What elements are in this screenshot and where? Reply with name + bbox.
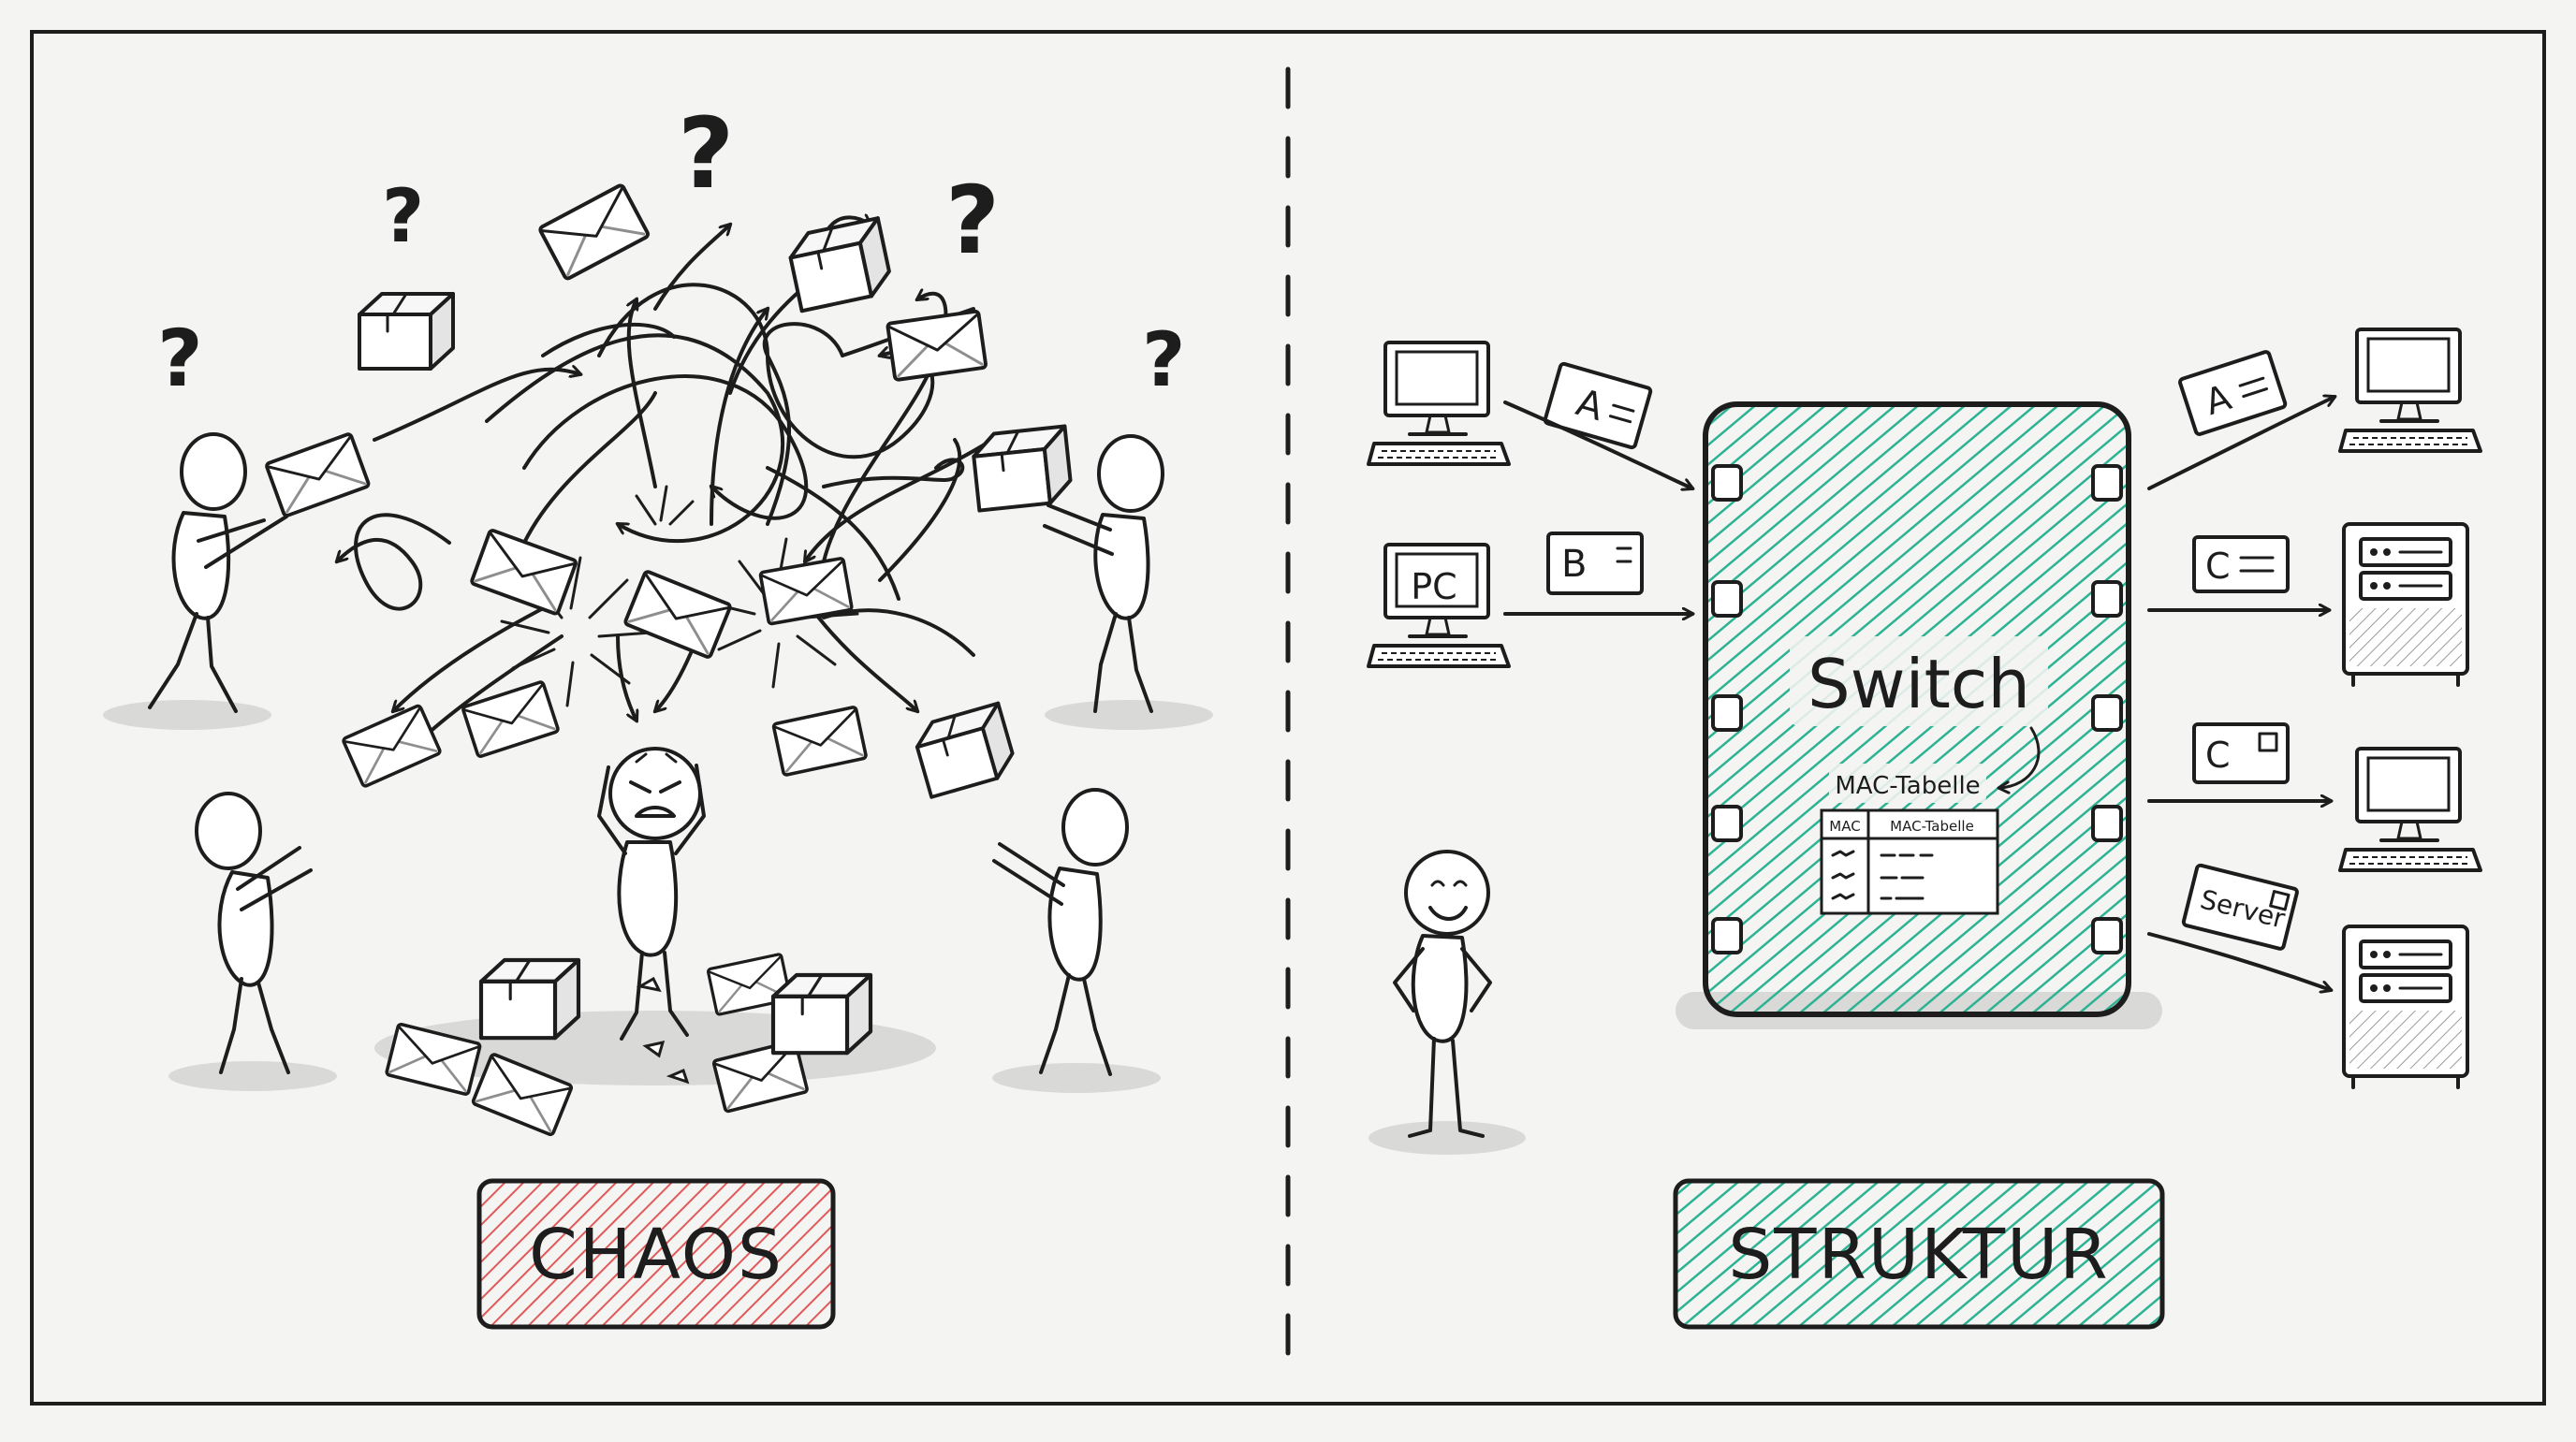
output-server-2 bbox=[2342, 925, 2469, 1089]
arrow-output-server bbox=[2147, 932, 2331, 990]
input-pc-labeled: PC bbox=[1367, 543, 1511, 668]
mac-table: MAC MAC-Tabelle bbox=[1820, 808, 1999, 915]
mac-table-header-1: MAC bbox=[1829, 818, 1860, 835]
input-letter-a: A bbox=[1543, 361, 1653, 450]
stick-figure-happy bbox=[1393, 850, 1492, 1138]
pc-label: PC bbox=[1411, 566, 1456, 607]
switch-subtitle: MAC-Tabelle bbox=[1835, 772, 1980, 800]
stick-figure-bottom-left bbox=[195, 792, 313, 1074]
chaos-label: CHAOS bbox=[476, 1178, 836, 1330]
output-letter-server: Server bbox=[2181, 863, 2299, 951]
arrow-input-a bbox=[1503, 401, 1692, 488]
svg-text:C: C bbox=[2205, 546, 2231, 587]
output-letter-c2: C bbox=[2192, 722, 2290, 784]
output-pc-top bbox=[2338, 328, 2482, 453]
mac-table-header-2: MAC-Tabelle bbox=[1890, 818, 1974, 835]
switch-device: Switch MAC-Tabelle MAC MAC-Tabelle bbox=[1703, 401, 2131, 1017]
question-mark-4: ? bbox=[157, 313, 203, 404]
output-letter-c1: C bbox=[2192, 535, 2290, 593]
stick-figure-stressed bbox=[597, 747, 706, 1041]
question-mark-1: ? bbox=[382, 175, 424, 259]
output-server-1 bbox=[2342, 522, 2469, 687]
output-pc-bottom bbox=[2338, 747, 2482, 872]
question-mark-2: ? bbox=[678, 96, 734, 211]
struktur-panel: PC A B bbox=[1367, 328, 2482, 1330]
outer-frame bbox=[30, 30, 2546, 1406]
stick-figure-top-left bbox=[148, 432, 288, 713]
arrow-output-a bbox=[2147, 397, 2334, 490]
output-letter-a: A bbox=[2178, 350, 2288, 436]
stick-figure-bottom-right bbox=[992, 788, 1129, 1076]
svg-text:C: C bbox=[2205, 735, 2231, 776]
struktur-label-text: STRUKTUR bbox=[1728, 1215, 2109, 1295]
stick-figure-top-right bbox=[1043, 434, 1164, 713]
input-letter-b: B bbox=[1546, 532, 1644, 595]
question-mark-5: ? bbox=[1142, 316, 1185, 403]
svg-text:B: B bbox=[1561, 543, 1587, 586]
input-pc-top bbox=[1367, 341, 1511, 466]
struktur-label: STRUKTUR bbox=[1673, 1178, 2165, 1330]
question-mark-3: ? bbox=[945, 166, 1000, 275]
chaos-label-text: CHAOS bbox=[529, 1215, 783, 1295]
chaos-panel: ? ? ? ? ? bbox=[103, 96, 1213, 1330]
switch-title: Switch bbox=[1808, 645, 2030, 723]
